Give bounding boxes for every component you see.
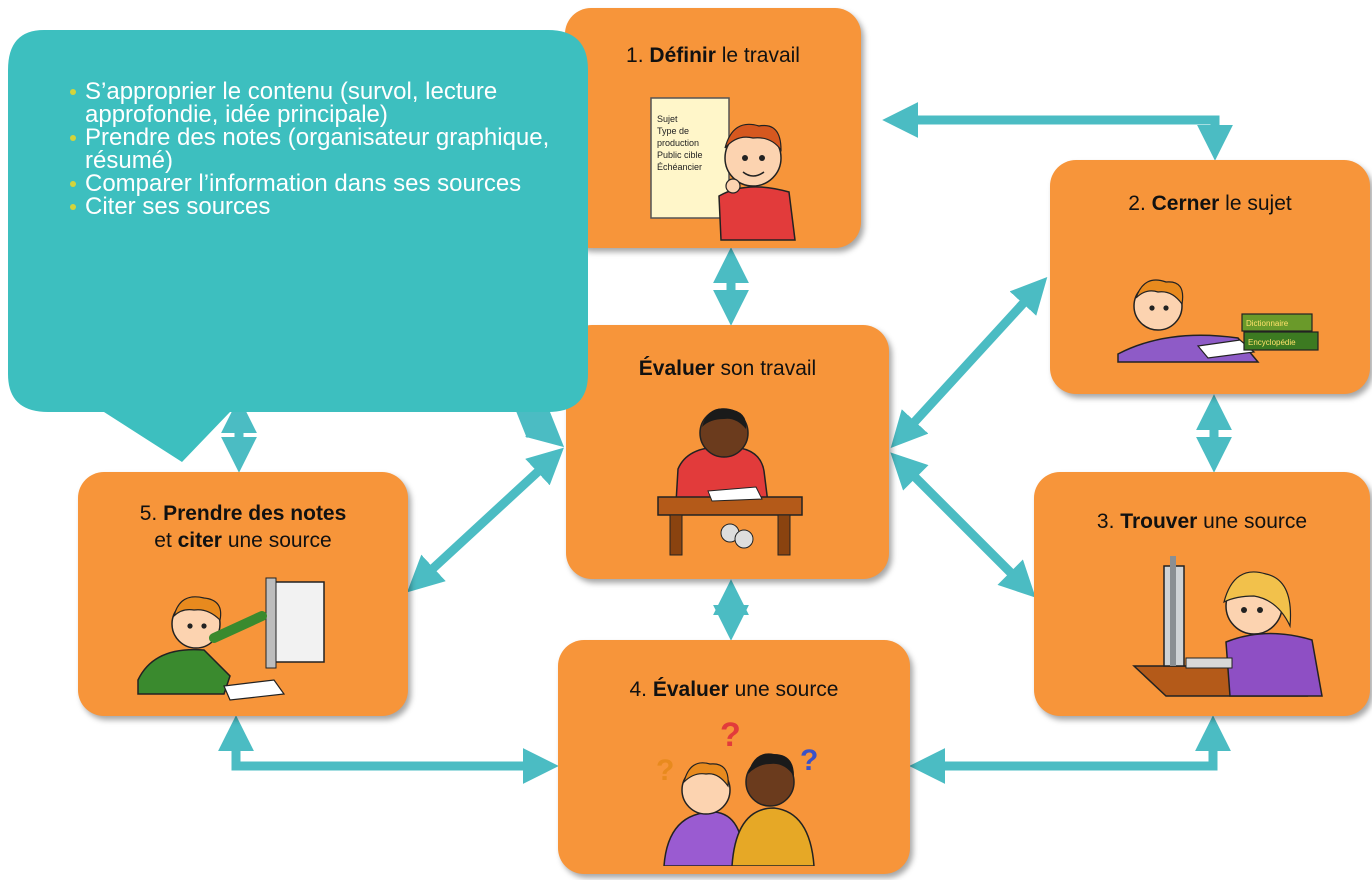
arrow-step1-step2 xyxy=(882,102,1233,161)
step-5-box: 5. Prendre des notes et citer une source xyxy=(78,472,408,716)
note-line-2: Type de xyxy=(657,126,689,136)
arrow-center-step3 xyxy=(890,452,1036,598)
boy-at-computer-illustration xyxy=(137,577,325,701)
note-line-3: production xyxy=(657,138,699,148)
boy-with-paper-illustration: Sujet Type de production Public cible Éc… xyxy=(650,97,796,241)
note-line-4: Public cible xyxy=(657,150,703,160)
step-2-box: 2. Cerner le sujet Dictionnaire Encyclop… xyxy=(1050,160,1370,394)
step-1-box: 1. Définir le travail Sujet Type de prod… xyxy=(565,8,861,248)
arrow-center-step5 xyxy=(407,447,564,593)
center-box: Évaluer son travail xyxy=(566,325,889,579)
step-5-title-line1: 5. Prendre des notes xyxy=(139,502,347,525)
arrow-step2-center xyxy=(890,277,1048,448)
svg-text:?: ? xyxy=(720,716,741,754)
bullet-dot xyxy=(70,89,76,95)
step-4-title: 4. Évaluer une source xyxy=(629,678,839,701)
bullet-dot xyxy=(70,204,76,210)
callout-list: S’approprier le contenu (survol, lecture… xyxy=(70,80,570,219)
step-3-title: 3. Trouver une source xyxy=(1096,510,1308,533)
kids-with-question-marks-illustration: ? ? ? xyxy=(656,716,818,866)
step-5-title-line2: et citer une source xyxy=(154,529,332,552)
book-dictionary-label: Dictionnaire xyxy=(1246,319,1289,328)
arrow-bubble-center xyxy=(511,400,565,448)
step-2-title: 2. Cerner le sujet xyxy=(1128,192,1292,215)
svg-text:?: ? xyxy=(656,754,674,787)
arrow-step4-step5 xyxy=(218,715,559,784)
callout-item-3: Comparer l’information dans ses sources xyxy=(70,172,570,196)
callout-bubble xyxy=(8,30,588,462)
boy-at-desk-illustration xyxy=(657,408,803,556)
book-encyclopedia-label: Encyclopédie xyxy=(1248,338,1296,347)
callout-item-2: Prendre des notes (organisateur graphiqu… xyxy=(70,126,570,173)
girl-at-computer-illustration xyxy=(1132,556,1323,697)
arrow-step3-step4 xyxy=(909,715,1231,784)
svg-text:?: ? xyxy=(800,744,818,777)
step-4-box: 4. Évaluer une source ? ? ? xyxy=(558,640,910,874)
center-title: Évaluer son travail xyxy=(638,357,817,380)
step-1-title: 1. Définir le travail xyxy=(626,44,800,67)
boy-reading-books-illustration: Dictionnaire Encyclopédie xyxy=(1117,279,1319,363)
bullet-dot xyxy=(70,181,76,187)
note-line-5: Échéancier xyxy=(657,162,702,172)
bullet-dot xyxy=(70,135,76,141)
note-line-1: Sujet xyxy=(657,114,678,124)
step-3-box: 3. Trouver une source xyxy=(1034,472,1370,716)
callout-item-1: S’approprier le contenu (survol, lecture… xyxy=(70,80,570,127)
callout-item-4: Citer ses sources xyxy=(70,195,570,219)
